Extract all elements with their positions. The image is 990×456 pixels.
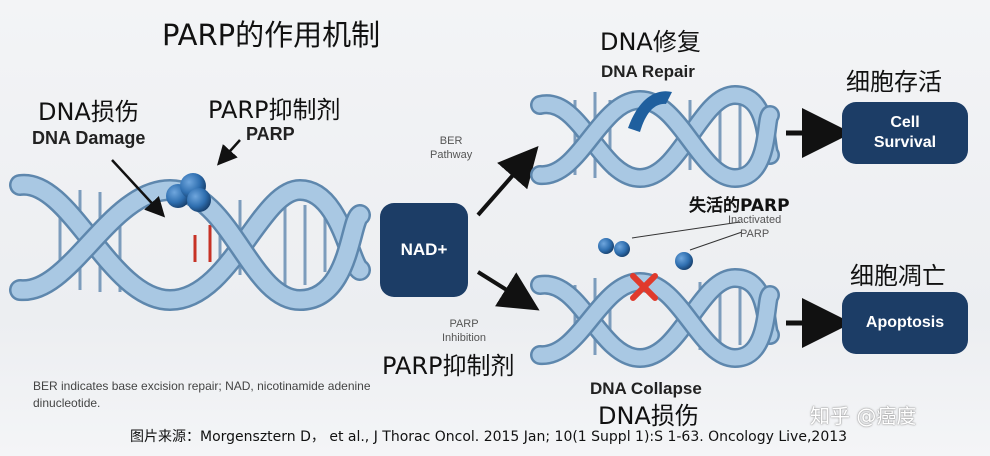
inactivated-parp-line1: Inactivated [728, 214, 782, 226]
damage-pointer-arrow [111, 159, 166, 218]
parp-inhibition-line1: PARP [449, 318, 479, 330]
apoptosis-box: Apoptosis [842, 292, 968, 354]
page-title: PARP的作用机制 [162, 18, 381, 52]
nad-box: NAD+ [380, 203, 468, 297]
collapsed-dna-helix [530, 267, 780, 369]
ber-pathway-label: BER Pathway [430, 134, 472, 162]
cell-survival-box: Cell Survival [842, 102, 968, 164]
repair-patch-shape [628, 91, 672, 132]
apoptosis-cn-label: 细胞凋亡 [850, 262, 946, 290]
apoptosis-label: Apoptosis [865, 314, 945, 331]
collapse-cross-icon [630, 273, 658, 301]
parp-inhibitor-cn-label: PARP抑制剂 [208, 96, 341, 124]
ber-pathway-line1: BER [439, 135, 463, 147]
inactivated-parp-proteins [598, 221, 743, 270]
dna-collapse-cn-label: DNA损伤 [598, 402, 699, 430]
source-citation: 图片来源：Morgensztern D， et al., J Thorac On… [130, 429, 848, 445]
parp-protein-cluster [166, 173, 211, 212]
dna-repair-en-label: DNA Repair [601, 62, 695, 81]
dna-damage-en-label: DNA Damage [32, 128, 146, 148]
cell-survival-line2: Survival [873, 134, 937, 151]
parp-pointer-arrow [216, 139, 241, 166]
ber-pathway-arrow [476, 145, 539, 217]
dna-repair-cn-label: DNA修复 [600, 28, 701, 56]
parp-inhibition-line2: Inhibition [442, 332, 487, 344]
damaged-dna-helix [9, 173, 371, 312]
inhibition-arrow [476, 270, 540, 311]
ber-pathway-line2: Pathway [430, 149, 473, 161]
inactivated-parp-cn-label: 失活的PARP [689, 196, 790, 216]
inactivated-parp-en-label: Inactivated PARP [728, 213, 781, 241]
cell-survival-line1: Cell [890, 114, 920, 131]
watermark: 知乎 @癌度 [810, 404, 917, 428]
footnote-line1: BER indicates base excision repair; NAD,… [33, 379, 371, 393]
footnote-line2: dinucleotide. [33, 396, 101, 410]
footnote: BER indicates base excision repair; NAD,… [33, 378, 371, 412]
parp-inhibition-label: PARP Inhibition [442, 317, 486, 345]
repaired-dna-helix [530, 84, 780, 189]
dna-collapse-en-label: DNA Collapse [590, 379, 702, 398]
cell-survival-cn-label: 细胞存活 [846, 68, 942, 96]
dna-damage-cn-label: DNA损伤 [38, 98, 139, 126]
parp-inhibitor-cn-label-2: PARP抑制剂 [382, 352, 515, 380]
inactivated-parp-line2: PARP [740, 228, 770, 240]
parp-en-label: PARP [246, 124, 295, 144]
nad-label: NAD+ [400, 240, 448, 259]
